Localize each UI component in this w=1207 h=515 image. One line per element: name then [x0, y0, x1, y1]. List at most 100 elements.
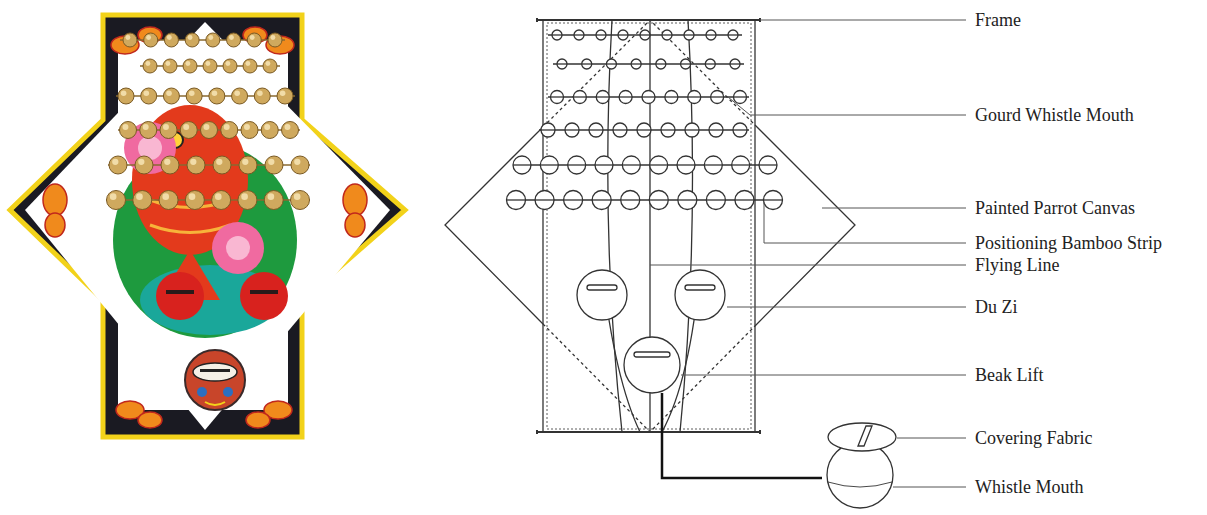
gourd-whistle	[213, 156, 231, 174]
gourd-whistle	[678, 191, 697, 210]
gourd-whistle	[619, 91, 632, 104]
gourd-whistle	[535, 191, 554, 210]
gourd-whistle	[568, 156, 586, 174]
gourd-rows	[507, 30, 783, 210]
gourd-whistle	[764, 191, 783, 210]
gourd-whistle	[118, 88, 134, 104]
bamboo-strip	[548, 34, 742, 35]
gourd-whistle	[665, 91, 678, 104]
gourd-whistle	[656, 59, 666, 69]
bamboo-strip	[507, 199, 782, 200]
gourd-whistle	[209, 88, 225, 104]
gourd-whistle	[185, 33, 199, 47]
gourd-whistle	[732, 156, 750, 174]
gourd-whistle	[565, 123, 579, 137]
gourd-whistle	[282, 122, 299, 139]
gourd-whistle	[291, 191, 310, 210]
kite-photo	[10, 15, 405, 437]
gourd-whistle	[557, 59, 567, 69]
gourd-whistle	[140, 122, 157, 139]
part-label: Gourd Whistle Mouth	[973, 104, 1136, 126]
gourd-whistle	[618, 30, 628, 40]
gourd-whistle	[261, 122, 278, 139]
gourd-whistle	[180, 122, 197, 139]
gourd-whistle	[552, 30, 562, 40]
gourd-whistle	[135, 156, 153, 174]
gourd-whistle	[221, 122, 238, 139]
gourd-whistle	[706, 30, 716, 40]
gourd-whistle	[206, 33, 220, 47]
gourd-whistle	[232, 88, 248, 104]
leader-lines	[650, 20, 966, 487]
gourd-whistle	[541, 123, 555, 137]
gourd-whistle	[706, 191, 725, 210]
gourd-whistle	[622, 156, 640, 174]
gourd-whistle	[159, 191, 178, 210]
gourd-whistle	[734, 91, 747, 104]
gourd-whistle	[185, 191, 204, 210]
gourd-whistle	[640, 30, 650, 40]
part-label: Beak Lift	[973, 364, 1045, 386]
gourd-whistle	[681, 59, 691, 69]
gourd-whistle	[735, 191, 754, 210]
gourd-whistle	[574, 30, 584, 40]
part-label: Painted Parrot Canvas	[973, 197, 1137, 219]
gourd-whistle	[109, 156, 127, 174]
gourd-whistle	[507, 191, 526, 210]
gourd-rows	[106, 33, 310, 210]
gourd-whistle	[263, 59, 277, 73]
gourd-whistle	[704, 156, 722, 174]
gourd-whistle	[144, 33, 158, 47]
gourd-whistle	[642, 91, 655, 104]
gourd-whistle	[268, 33, 282, 47]
part-label: Flying Line	[973, 254, 1062, 276]
kite-line-drawing	[445, 18, 966, 508]
gourd-whistle	[596, 30, 606, 40]
gourd-whistle	[540, 156, 558, 174]
gourd-whistle	[163, 59, 177, 73]
gourd-whistle	[160, 122, 177, 139]
gourd-whistle	[201, 122, 218, 139]
gourd-whistle	[254, 88, 270, 104]
part-label: Du Zi	[973, 296, 1020, 318]
gourd-whistle	[606, 59, 616, 69]
gourd-whistle	[551, 91, 564, 104]
gourd-whistle	[247, 33, 261, 47]
gourd-whistle	[291, 156, 309, 174]
gourd-whistle	[186, 88, 202, 104]
gourd-whistle	[573, 91, 586, 104]
gourd-whistle	[264, 191, 283, 210]
gourd-whistle	[241, 122, 258, 139]
part-label: Frame	[973, 9, 1023, 31]
gourd-whistle	[123, 33, 137, 47]
gourd-whistle	[649, 191, 668, 210]
gourd-whistle	[650, 156, 668, 174]
gourd-whistle	[685, 123, 699, 137]
gourd-whistle	[728, 30, 738, 40]
gourd-whistle	[705, 59, 715, 69]
gourd-whistle	[227, 33, 241, 47]
bamboo-strip	[548, 96, 749, 97]
gourd-whistle	[730, 59, 740, 69]
gourd-whistle	[582, 59, 592, 69]
bamboo-strip	[539, 129, 749, 130]
gourd-whistle	[637, 123, 651, 137]
gourd-whistle	[183, 59, 197, 73]
gourd-whistle	[564, 191, 583, 210]
gourd-whistle	[265, 156, 283, 174]
gourd-whistle	[120, 122, 137, 139]
gourd-whistle	[677, 156, 695, 174]
gourd-whistle	[239, 156, 257, 174]
gourd-whistle	[662, 30, 672, 40]
gourd-whistle	[596, 91, 609, 104]
gourd-whistle	[684, 30, 694, 40]
gourd-whistle	[613, 123, 627, 137]
part-label: Positioning Bamboo Strip	[973, 232, 1164, 254]
gourd-whistle	[161, 156, 179, 174]
gourd-whistle	[164, 33, 178, 47]
gourd-whistle	[589, 123, 603, 137]
gourd-whistle	[592, 191, 611, 210]
gourd-whistle	[223, 59, 237, 73]
gourd-whistle	[141, 88, 157, 104]
